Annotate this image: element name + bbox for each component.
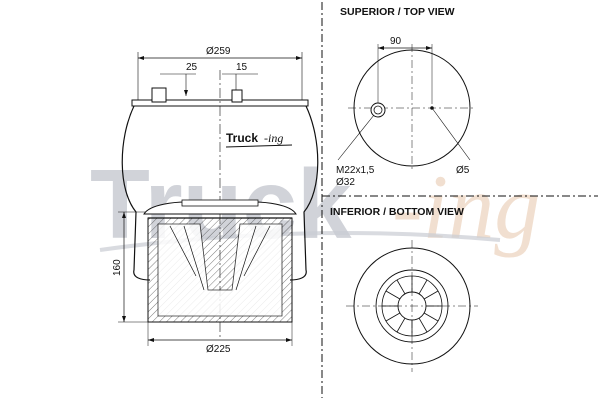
dim-height: 160 xyxy=(112,259,123,276)
bottom-view-ribs xyxy=(382,276,442,336)
nut-inner xyxy=(373,105,383,115)
side-view: Ø259 25 15 160 xyxy=(112,46,319,355)
watermark-suffix: -ing xyxy=(392,156,540,258)
dim-top-diameter: Ø259 xyxy=(206,46,231,57)
label-pin: Ø5 xyxy=(456,165,470,176)
divider-lines xyxy=(321,2,598,398)
bottom-view-title: INFERIOR / BOTTOM VIEW xyxy=(330,206,464,218)
piston-cavity xyxy=(157,223,283,317)
top-view-title: SUPERIOR / TOP VIEW xyxy=(340,6,455,18)
logo-suffix: -ing xyxy=(264,131,283,145)
dim-offset-right: 15 xyxy=(236,62,248,73)
logo-main: Truck xyxy=(226,131,258,145)
bottom-view: INFERIOR / BOTTOM VIEW xyxy=(330,206,478,372)
logo-swoosh xyxy=(225,144,293,148)
dim-bottom-diameter: Ø225 xyxy=(206,344,231,355)
top-pin xyxy=(231,89,243,103)
bellows-right xyxy=(289,105,319,281)
top-view: SUPERIOR / TOP VIEW 90 M22x1,5 Ø32 Ø5 xyxy=(336,6,476,188)
top-nut xyxy=(151,87,167,103)
dim-offset-left: 25 xyxy=(186,62,198,73)
label-thread-diameter: Ø32 xyxy=(336,177,355,188)
label-thread: M22x1,5 xyxy=(336,165,375,176)
dim-spacing: 90 xyxy=(390,36,402,47)
